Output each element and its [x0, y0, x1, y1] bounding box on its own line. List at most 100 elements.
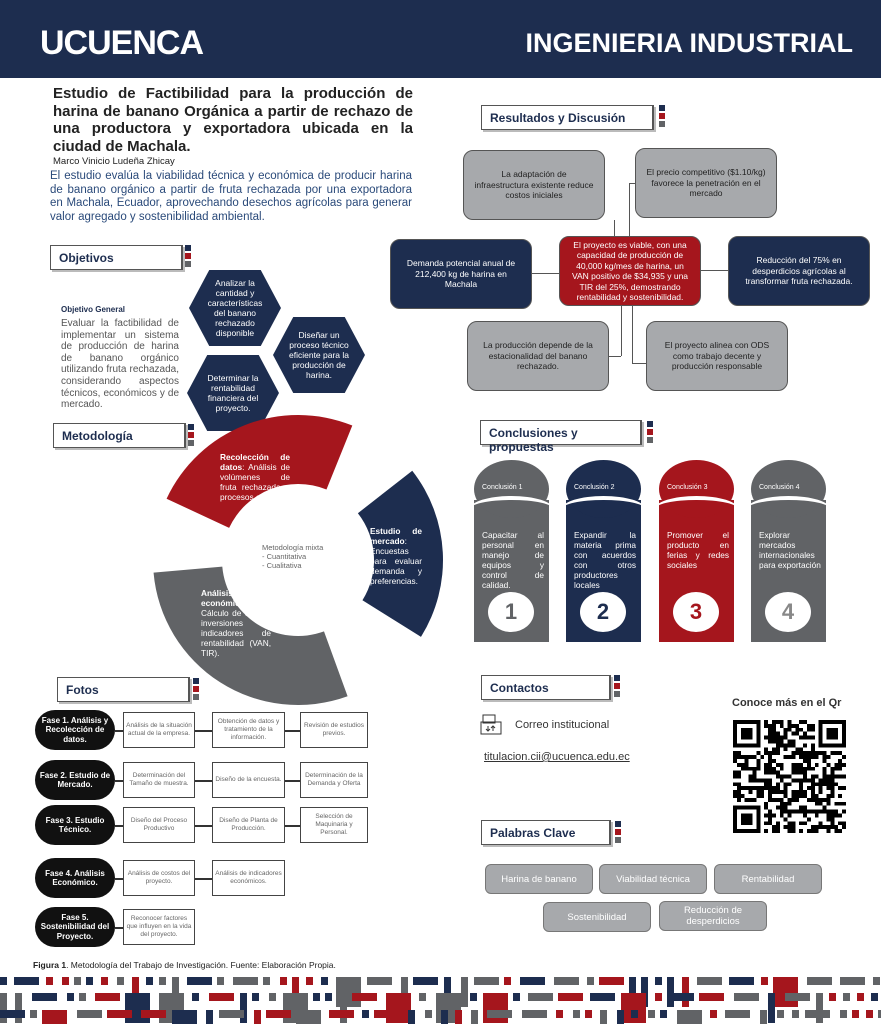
conclusion-number: 1 — [488, 592, 534, 632]
pattern-bar — [340, 993, 347, 1023]
section-conclusiones-heading: Conclusiones y propuestas — [480, 420, 642, 454]
qr-code[interactable] — [733, 720, 846, 833]
phase-step: Reconocer factores que influyen en la vi… — [123, 909, 195, 945]
segment-economico: Análisis económico: Cálculo de costos, i… — [201, 588, 271, 658]
phase-pill: Fase 2. Estudio de Mercado. — [35, 760, 115, 800]
result-center-box: El proyecto es viable, con una capacidad… — [559, 236, 701, 306]
conclusion-number: 4 — [765, 592, 811, 632]
segment-navy — [357, 470, 444, 637]
mail-tray-icon — [480, 714, 502, 735]
pattern-bar — [425, 1010, 432, 1018]
pattern-bar — [117, 977, 124, 985]
flow-arrow — [285, 825, 300, 827]
pattern-bar — [474, 977, 499, 985]
center-item: - Cuantitativa — [262, 552, 307, 561]
pattern-bar — [483, 993, 508, 1023]
caption-text: . Metodología del Trabajo de Investigaci… — [66, 960, 336, 970]
section-palabras-heading: Palabras Clave — [481, 820, 611, 845]
pattern-bar — [487, 1010, 512, 1018]
pattern-bar — [263, 977, 270, 985]
result-box: La adaptación de infraestructura existen… — [463, 150, 605, 220]
pattern-bar — [30, 1010, 37, 1018]
result-box: El proyecto alinea con ODS como trabajo … — [646, 321, 788, 391]
keyword-chip: Sostenibilidad — [543, 902, 651, 932]
abstract: El estudio evalúa la viabilidad técnica … — [50, 170, 412, 223]
flow-arrow — [195, 825, 212, 827]
conclusion-text: Capacitar al personal en manejo de equip… — [482, 530, 544, 590]
pattern-bar — [520, 977, 545, 985]
flow-arrow — [285, 780, 300, 782]
pattern-bar — [101, 977, 108, 985]
result-box: La producción depende de la estacionalid… — [467, 321, 609, 391]
department-title: INGENIERIA INDUSTRIAL — [525, 28, 853, 58]
section-marker — [193, 678, 199, 702]
segment-title: Recolección de datos — [220, 452, 290, 472]
result-box: El precio competitivo ($1.10/kg) favorec… — [635, 148, 777, 218]
pattern-bar — [710, 1010, 717, 1018]
segment-text: : Encuestas para evaluar demanda y prefe… — [370, 536, 422, 586]
pattern-bar — [408, 1010, 415, 1024]
pattern-bar — [873, 977, 880, 985]
objetivo-general-text: Evaluar la factibilidad de implementar u… — [61, 318, 179, 411]
pattern-bar — [760, 1010, 767, 1024]
pattern-bar — [573, 1010, 580, 1018]
segment-text: : Cálculo de costos, inversiones e indic… — [201, 598, 271, 658]
section-resultados-heading: Resultados y Discusión — [481, 105, 654, 130]
pattern-bar — [14, 977, 39, 985]
pattern-bar — [367, 977, 392, 985]
email-link[interactable]: titulacion.cii@ucuenca.edu.ec — [484, 751, 630, 763]
pattern-bar — [413, 977, 438, 985]
pattern-bar — [132, 977, 139, 1007]
caption-label: Figura 1 — [33, 960, 67, 970]
pattern-bar — [843, 993, 850, 1001]
pattern-bar — [107, 1010, 132, 1018]
pattern-bar — [528, 993, 553, 1001]
objective-hexagon: Determinar la rentabilidad financiera de… — [187, 355, 279, 431]
pattern-bar — [141, 1010, 166, 1018]
phase-step: Determinación de la Demanda y Oferta — [300, 762, 368, 798]
pattern-bar — [0, 977, 7, 985]
ucuenca-logo: UCUENCA — [40, 24, 204, 62]
segment-recoleccion: Recolección de datos: Análisis de volúme… — [220, 452, 290, 502]
flow-arrow — [115, 730, 123, 732]
flow-arrow — [115, 927, 123, 929]
result-box: Reducción del 75% en desperdicios agríco… — [728, 236, 870, 306]
chevron-icon: › — [352, 471, 366, 488]
pattern-bar — [729, 977, 754, 985]
pattern-bar — [590, 993, 615, 1001]
pattern-bar — [15, 993, 22, 1023]
section-objetivos-heading: Objetivos — [50, 245, 183, 270]
pattern-bar — [660, 1010, 667, 1018]
pattern-bar — [667, 977, 674, 1007]
pattern-bar — [621, 993, 646, 1023]
section-marker — [615, 821, 621, 845]
section-marker — [614, 675, 620, 699]
center-item: - Cualitativa — [262, 561, 302, 570]
pattern-bar — [697, 977, 722, 985]
pattern-bar — [187, 977, 212, 985]
pattern-bar — [504, 977, 511, 985]
flow-arrow — [115, 878, 123, 880]
phase-step: Análisis de indicadores económicos. — [212, 860, 285, 896]
section-marker — [647, 421, 653, 445]
pattern-bar — [761, 977, 768, 985]
pattern-bar — [206, 1010, 213, 1024]
segment-red — [166, 415, 353, 528]
pattern-bar — [587, 977, 594, 985]
section-marker — [188, 424, 194, 448]
pattern-bar — [866, 1010, 873, 1018]
pattern-bar — [240, 993, 247, 1023]
conclusion-number: 2 — [580, 592, 626, 632]
pattern-bar — [600, 1010, 607, 1024]
phase-step: Análisis de la situación actual de la em… — [123, 712, 195, 748]
pattern-bar — [42, 1010, 67, 1024]
pattern-bar — [840, 977, 865, 985]
pattern-bar — [67, 993, 74, 1001]
pattern-bar — [269, 993, 276, 1001]
pattern-bar — [254, 1010, 261, 1024]
keyword-chip: Reducción de desperdicios — [659, 901, 767, 931]
pattern-bar — [785, 993, 810, 1001]
phase-step: Diseño del Proceso Productivo — [123, 807, 195, 843]
